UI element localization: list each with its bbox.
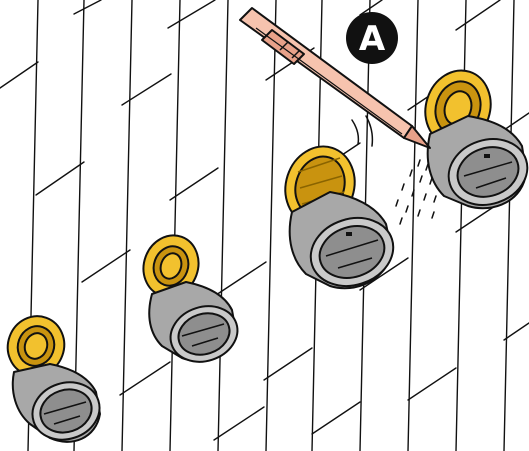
knife-blade [403,125,431,149]
pipe-sleeve-4 [424,69,529,210]
callout-badge: A [346,12,398,64]
pipe-sleeve-1 [6,315,101,443]
pipe-sleeve-3 [284,145,395,290]
callout-label: A [359,19,386,59]
cut-spray-icon [351,115,437,225]
utility-knife-icon [239,7,431,149]
pipe-sleeve-2 [142,234,239,363]
